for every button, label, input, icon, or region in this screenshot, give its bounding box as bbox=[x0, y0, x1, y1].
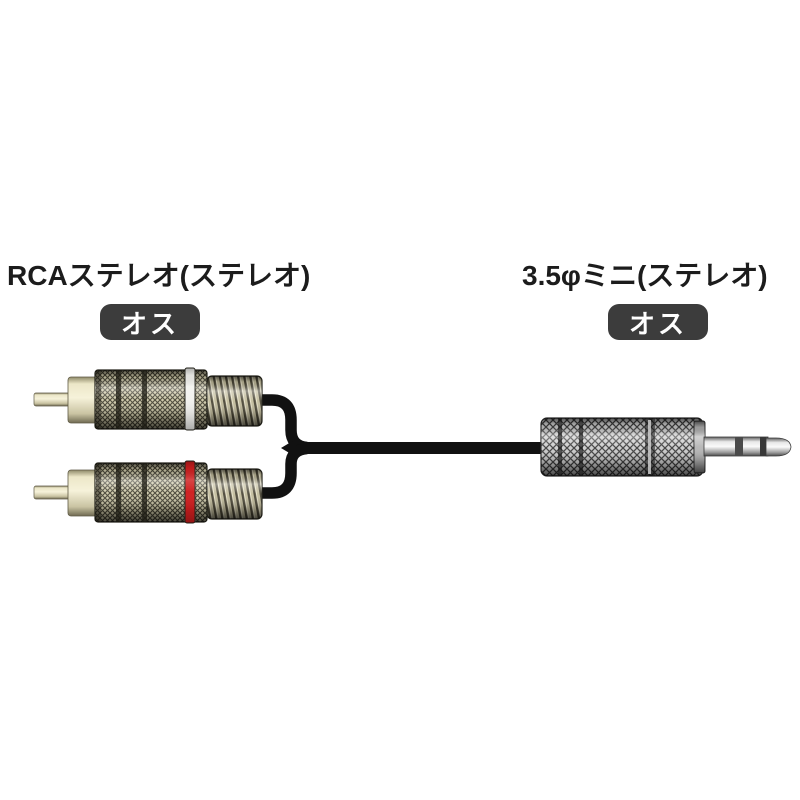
shaft-insulator-ring-2 bbox=[760, 437, 766, 456]
plug-tip bbox=[765, 437, 792, 457]
mini-plug-barrel-shading bbox=[541, 418, 703, 476]
rca-plug-body bbox=[33, 369, 263, 430]
badge-male-left: オス bbox=[100, 304, 200, 340]
white-ring-shading bbox=[185, 368, 195, 430]
label-rca-stereo: RCAステレオ(ステレオ) bbox=[7, 260, 311, 291]
rca-plug-body bbox=[33, 462, 263, 523]
cable-branch-bottom bbox=[249, 442, 308, 499]
barrel-groove-1 bbox=[558, 418, 562, 476]
badge-male-right: オス bbox=[608, 304, 708, 340]
label-mini-stereo: 3.5φミニ(ステレオ) bbox=[522, 260, 768, 291]
mini-plug bbox=[540, 417, 792, 477]
rca-plug-left-channel bbox=[33, 367, 263, 431]
rca-plug-right-channel bbox=[33, 460, 263, 524]
barrel-end-cap-shading bbox=[694, 421, 705, 473]
shaft-insulator-ring-1 bbox=[735, 437, 743, 456]
barrel-groove-2 bbox=[579, 418, 583, 476]
red-ring-shading bbox=[185, 461, 195, 523]
cable-junction-nub bbox=[281, 439, 296, 457]
barrel-groove-highlight bbox=[648, 420, 651, 474]
cable-y-split bbox=[249, 394, 549, 499]
